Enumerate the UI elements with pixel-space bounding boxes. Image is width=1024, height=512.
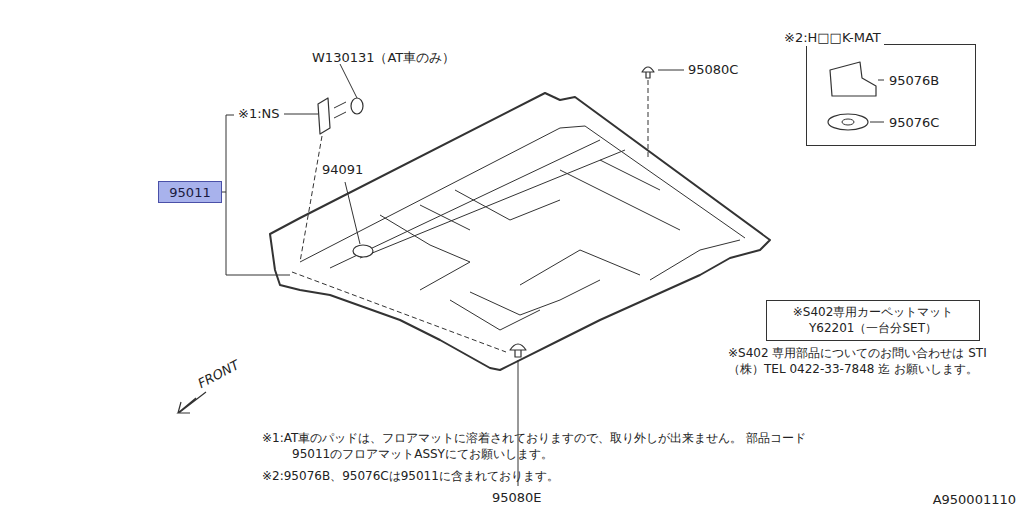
note-text: ※2:95076B、95076Cは95011に含まれております。 [262,469,559,484]
part-number: 95076C [889,115,939,131]
note-text: ※S402 専用部品についてのお問い合わせは STI（株）TEL 0422-33… [728,345,1018,377]
group-heading: ※2:H□□K-MAT [781,30,884,46]
part-number: 94091 [322,162,363,178]
note-box: ※S402専用カーペットマット Y62201（一台分SET） [766,300,980,341]
part-number: 95080C [688,62,738,78]
diagram-code: A950001110 [933,492,1016,508]
part-number: 95011 [169,185,210,200]
note-text: ※S402専用カーペットマット Y62201（一台分SET） [783,304,963,336]
highlighted-part-box: 95011 [158,181,222,203]
hook-mat-group-box: ※2:H□□K-MAT95076B95076C [806,44,976,146]
part-number: 95076B [889,73,939,89]
note-text: ※1:AT車のパッドは、フロアマットに溶着されておりますので、取り外しが出来ませ… [262,430,822,462]
part-number: 95080E [492,490,542,506]
direction-label: FRONT [195,357,242,392]
callout-tag: ※1:NS [238,106,280,122]
part-number: W130131（AT車のみ） [312,50,455,66]
